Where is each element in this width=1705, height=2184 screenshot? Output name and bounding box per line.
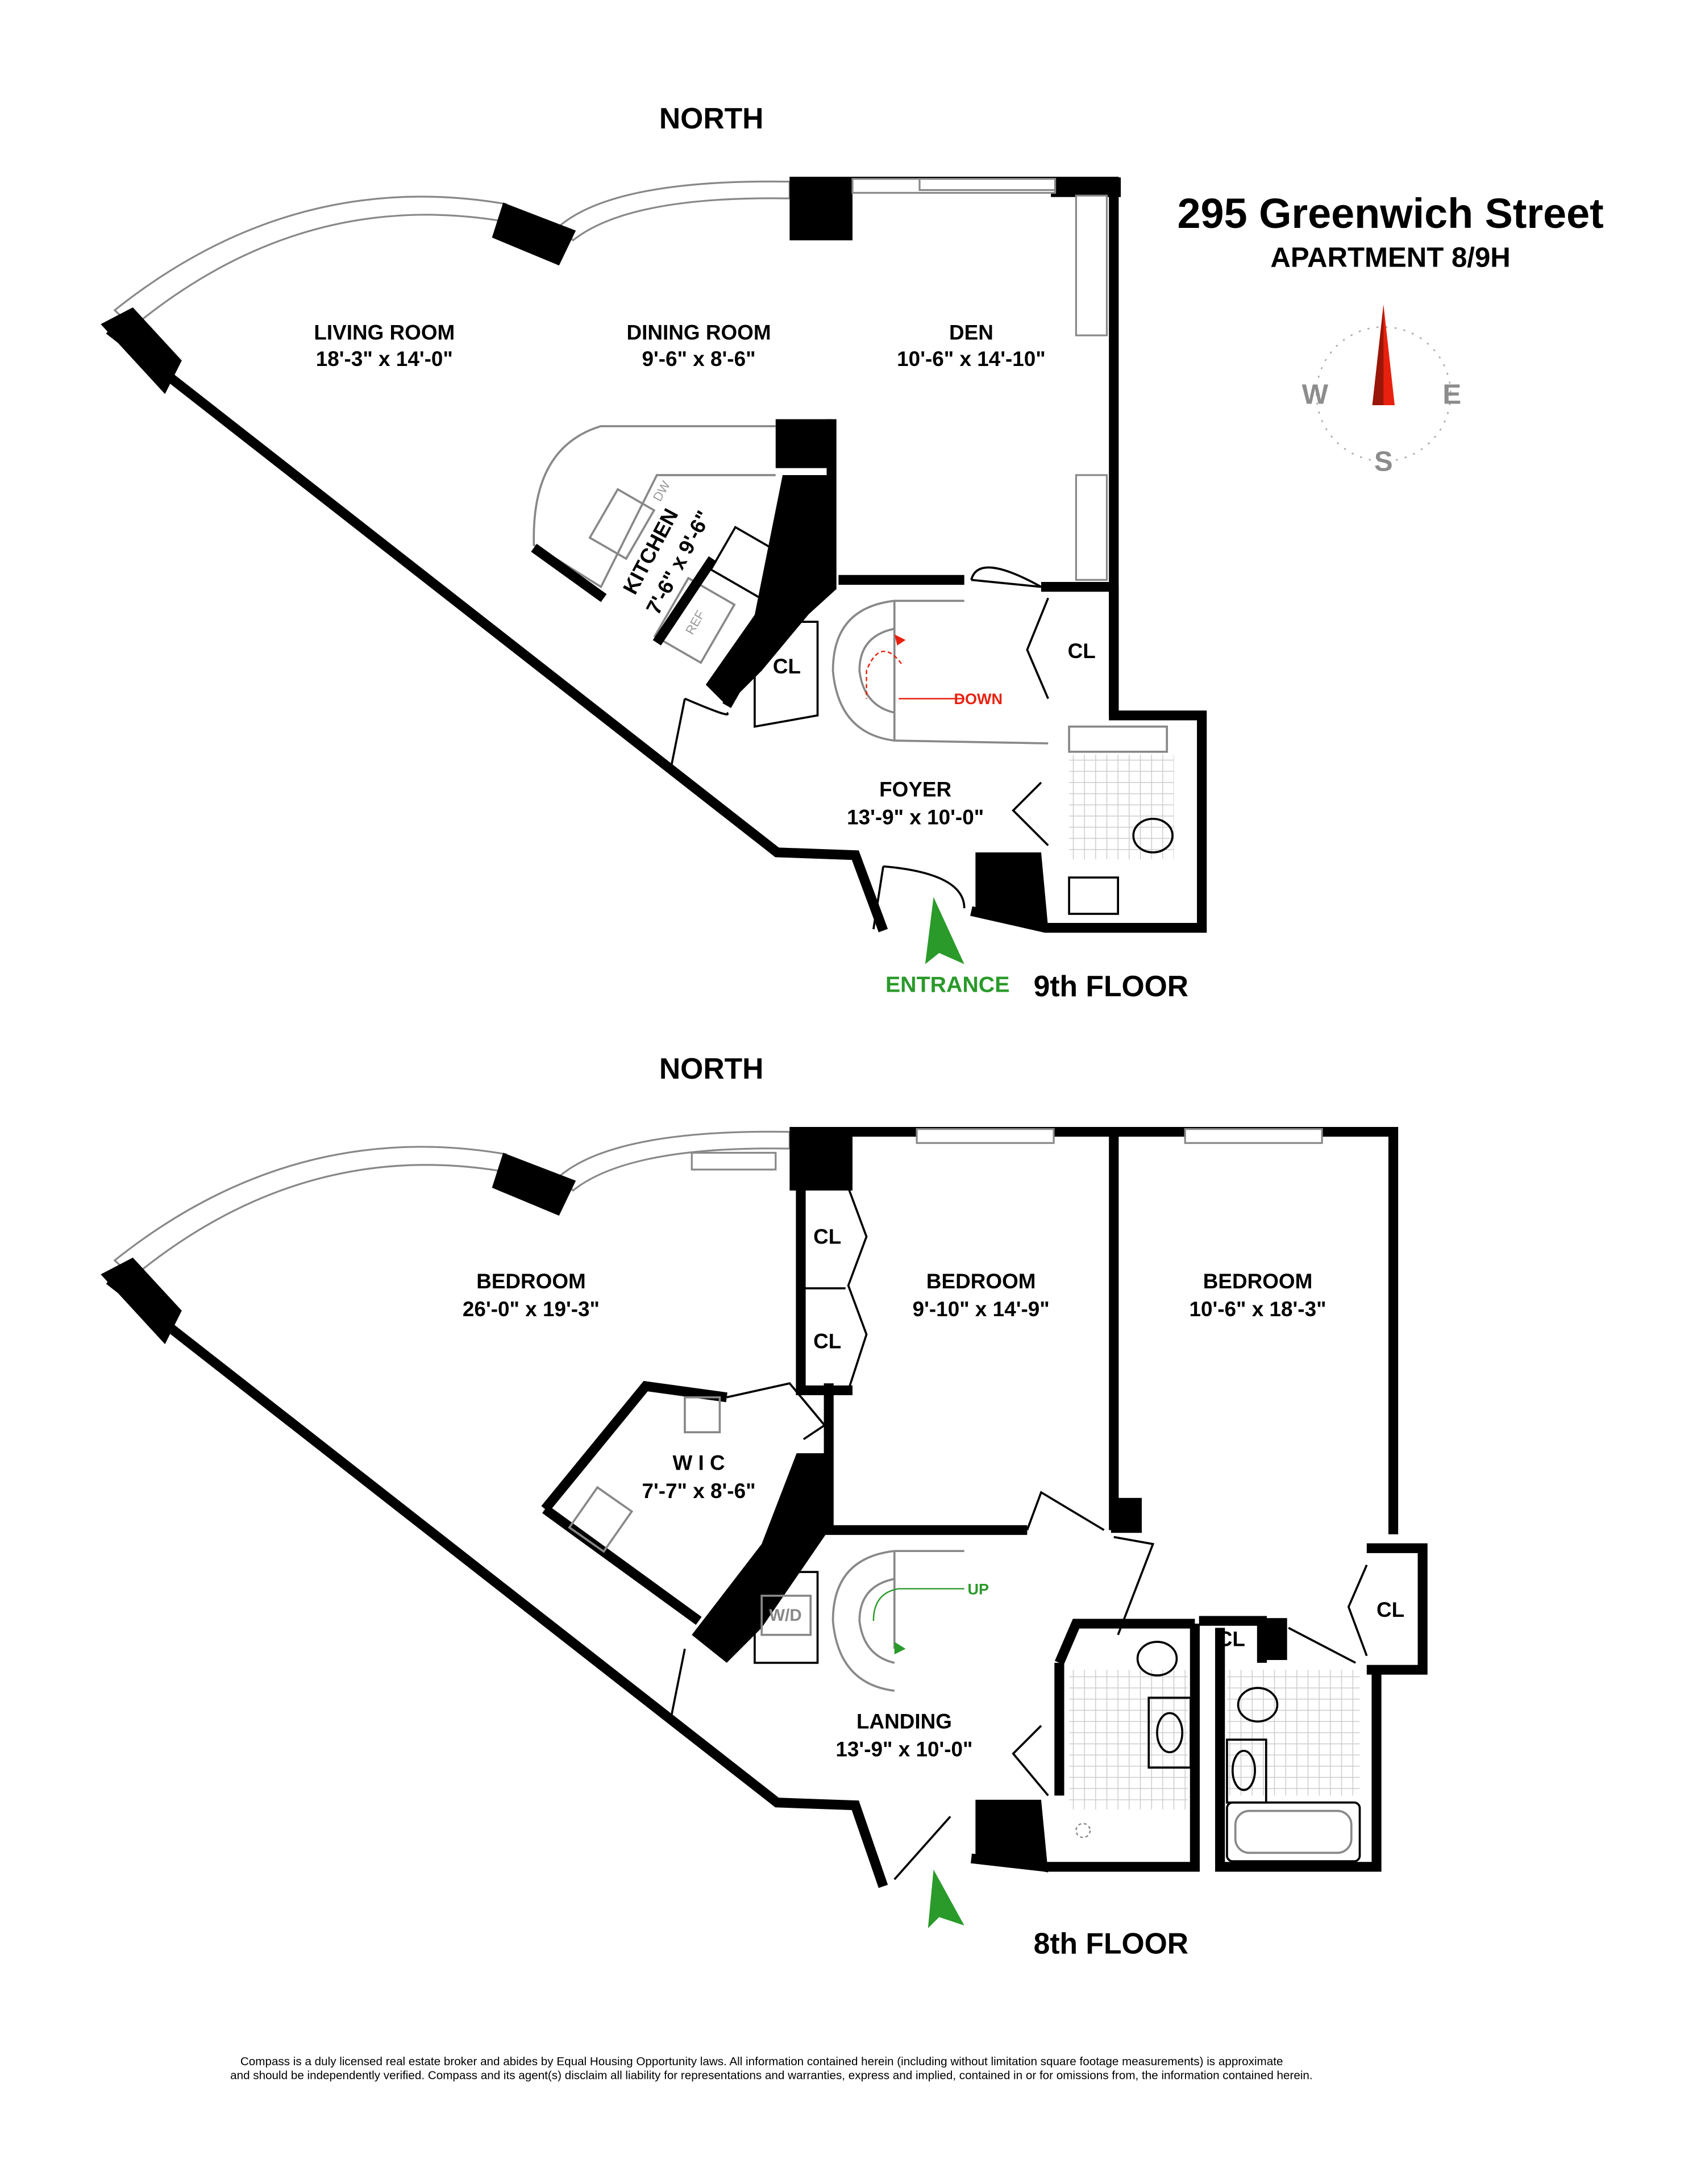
floor-8-label: 8th FLOOR xyxy=(1034,1927,1188,1960)
door[interactable] xyxy=(669,697,729,769)
bathroom xyxy=(1226,1670,1361,1862)
entrance-arrow-icon xyxy=(925,897,964,964)
living-room-dims: 18'-3" x 14'-0" xyxy=(316,347,453,371)
staircase-down xyxy=(831,600,1049,744)
wic-dims: 7'-7" x 8'-6" xyxy=(642,1479,755,1503)
door[interactable] xyxy=(669,1648,686,1719)
closet-label: CL xyxy=(1068,639,1096,663)
compass-south: S xyxy=(1374,446,1393,477)
compass-east: E xyxy=(1442,379,1461,410)
bedroom-dims: 10'-6" x 18'-3" xyxy=(1189,1297,1326,1321)
floor-9-plan: NORTH DW REF xyxy=(101,102,1207,1002)
entrance-door[interactable] xyxy=(893,1816,951,1881)
curved-window xyxy=(558,180,791,242)
curved-window xyxy=(113,195,508,328)
closet-label: CL xyxy=(773,655,801,678)
curved-window xyxy=(113,1146,508,1279)
door[interactable] xyxy=(970,566,1042,588)
stove-icon xyxy=(709,526,785,599)
washer-dryer xyxy=(754,1571,819,1664)
door[interactable] xyxy=(1012,781,1049,846)
bedroom-name: BEDROOM xyxy=(476,1270,586,1293)
landing-name: LANDING xyxy=(856,1709,952,1733)
washer-dryer-label: W/D xyxy=(769,1606,801,1625)
entrance-door[interactable] xyxy=(872,865,966,930)
bedroom-name: BEDROOM xyxy=(926,1270,1036,1293)
north-label-8: NORTH xyxy=(659,1052,764,1085)
dining-room-name: DINING ROOM xyxy=(627,321,771,344)
sink-icon xyxy=(588,488,656,560)
toilet-icon xyxy=(1136,1641,1178,1677)
door[interactable] xyxy=(1026,1491,1105,1531)
wic-name: W I C xyxy=(672,1451,725,1475)
shower-drain-icon xyxy=(1075,1823,1091,1838)
compass-west: W xyxy=(1302,379,1329,410)
refrigerator-icon xyxy=(653,576,736,664)
disclaimer-line-1: Compass is a duly licensed real estate b… xyxy=(240,2055,1283,2068)
vanity-icon xyxy=(1068,876,1120,915)
floor-8-plan: NORTH xyxy=(101,1052,1428,1960)
den-name: DEN xyxy=(949,321,993,344)
address-title: 295 Greenwich Street xyxy=(1178,190,1604,237)
toilet-icon xyxy=(1237,1687,1279,1723)
entrance-arrow-icon xyxy=(928,1869,964,1929)
refrigerator-label: REF xyxy=(683,608,708,637)
landing-dims: 13'-9" x 10'-0" xyxy=(835,1738,972,1761)
sink-icon xyxy=(1231,1749,1256,1791)
bedroom-dims: 26'-0" x 19'-3" xyxy=(463,1297,600,1321)
door[interactable] xyxy=(1347,1565,1368,1657)
bathtub-icon xyxy=(1226,1801,1361,1862)
dining-room-dims: 9'-6" x 8'-6" xyxy=(642,347,755,371)
apartment-subtitle: APARTMENT 8/9H xyxy=(1270,242,1510,273)
floor-9-label: 9th FLOOR xyxy=(1034,970,1188,1002)
kitchen-counter xyxy=(533,425,776,589)
foyer-name: FOYER xyxy=(879,777,951,801)
north-label-9: NORTH xyxy=(659,102,764,135)
bathroom xyxy=(1068,725,1174,915)
door[interactable] xyxy=(1113,1536,1155,1636)
stairs-up-label: UP xyxy=(968,1580,989,1598)
sink-icon xyxy=(1156,1712,1184,1754)
foyer-dims: 13'-9" x 10'-0" xyxy=(847,806,984,829)
living-room-name: LIVING ROOM xyxy=(314,321,455,344)
door[interactable] xyxy=(1288,1626,1356,1664)
door[interactable] xyxy=(1012,1725,1049,1796)
bathroom xyxy=(1054,1619,1195,1838)
closet-label: CL xyxy=(813,1330,841,1353)
toilet-icon xyxy=(1132,817,1174,854)
stairs-down-label: DOWN xyxy=(954,690,1003,708)
closet-label: CL xyxy=(1377,1598,1404,1621)
closet-label: CL xyxy=(813,1225,841,1248)
staircase-up xyxy=(831,1550,964,1692)
disclaimer-line-2: and should be independently verified. Co… xyxy=(230,2069,1313,2082)
bedroom-name: BEDROOM xyxy=(1203,1270,1313,1293)
bedroom-dims: 9'-10" x 14'-9" xyxy=(913,1297,1050,1321)
den-dims: 10'-6" x 14'-10" xyxy=(897,347,1046,371)
closet-label: CL xyxy=(1217,1627,1245,1650)
entrance-label: ENTRANCE xyxy=(885,972,1010,997)
compass-icon: W E S xyxy=(1302,305,1461,477)
